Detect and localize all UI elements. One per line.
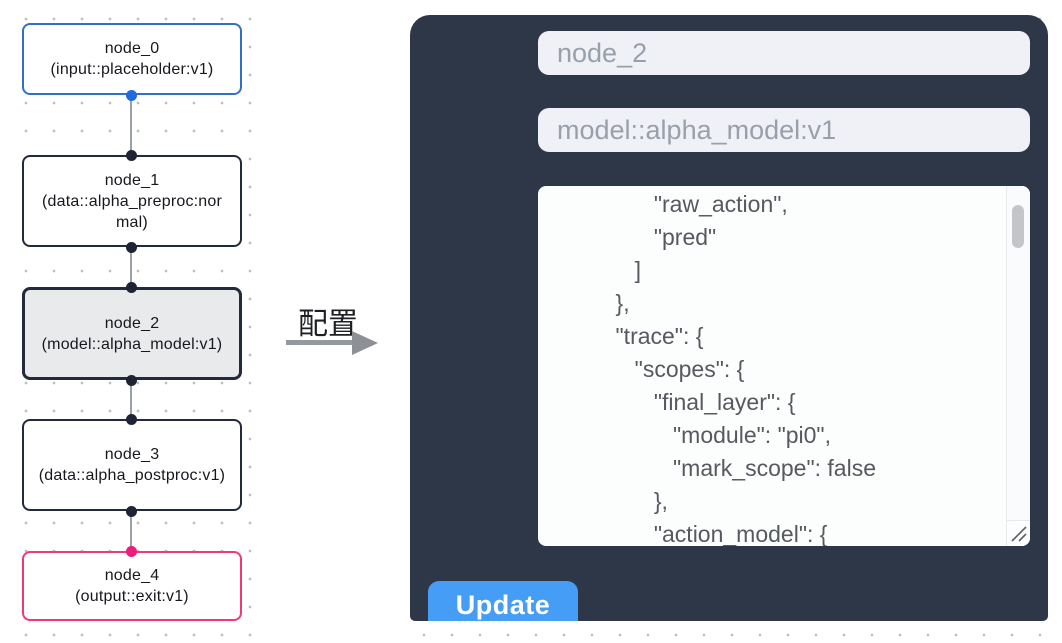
- config-textarea[interactable]: "raw_action", "pred" ] }, "trace": { "sc…: [538, 186, 1030, 546]
- node-subtitle: (data::alpha_postproc:v1): [38, 467, 226, 484]
- config-json-text: "raw_action", "pred" ] }, "trace": { "sc…: [615, 191, 877, 546]
- node-title: node_0: [104, 40, 160, 57]
- node-1-output-port[interactable]: [126, 242, 137, 253]
- node-0-output-port[interactable]: [126, 90, 137, 101]
- edge-node3-node4: [130, 511, 132, 551]
- node-2-input-port[interactable]: [126, 282, 137, 293]
- node-4-input-port[interactable]: [126, 546, 137, 557]
- node-1-input-port[interactable]: [126, 150, 137, 161]
- node-title: node_1: [104, 171, 160, 189]
- node-title: node_4: [104, 567, 160, 584]
- node-subtitle: (output::exit:v1): [75, 588, 189, 605]
- annotation-arrow-icon: [352, 331, 378, 355]
- node-title: node_2: [104, 314, 160, 332]
- node-1-preproc[interactable]: node_1 (data::alpha_preproc:normal): [22, 155, 242, 247]
- node-3-output-port[interactable]: [126, 506, 137, 517]
- flow-canvas: node_0 (input::placeholder:v1) node_1 (d…: [0, 0, 270, 643]
- node-subtitle: (input::placeholder:v1): [50, 61, 214, 78]
- node-config-panel: ID node_2 type model::alpha_model:v1 con…: [410, 15, 1048, 621]
- node-title: node_3: [104, 446, 160, 463]
- node-subtitle: (model::alpha_model:v1): [41, 335, 223, 353]
- update-button[interactable]: Update: [428, 581, 578, 621]
- edge-node1-node2: [130, 247, 132, 287]
- node-subtitle: (data::alpha_preproc:normal): [41, 192, 223, 231]
- node-2-output-port[interactable]: [126, 375, 137, 386]
- annotation-arrow-line: [286, 340, 354, 345]
- scrollbar-thumb[interactable]: [1012, 205, 1024, 248]
- id-input[interactable]: node_2: [538, 31, 1030, 75]
- scrollbar-track[interactable]: [1006, 186, 1030, 520]
- node-3-postproc[interactable]: node_3 (data::alpha_postproc:v1): [22, 419, 242, 511]
- node-4-output[interactable]: node_4 (output::exit:v1): [22, 551, 242, 621]
- node-2-model-selected[interactable]: node_2 (model::alpha_model:v1): [22, 287, 242, 380]
- node-0-input[interactable]: node_0 (input::placeholder:v1): [22, 23, 242, 95]
- edge-node2-node3: [130, 380, 132, 419]
- type-input[interactable]: model::alpha_model:v1: [538, 108, 1030, 152]
- node-3-input-port[interactable]: [126, 414, 137, 425]
- resize-handle-icon[interactable]: [1006, 520, 1030, 546]
- edge-node0-node1: [130, 95, 132, 155]
- config-annotation-label: 配置: [298, 308, 358, 341]
